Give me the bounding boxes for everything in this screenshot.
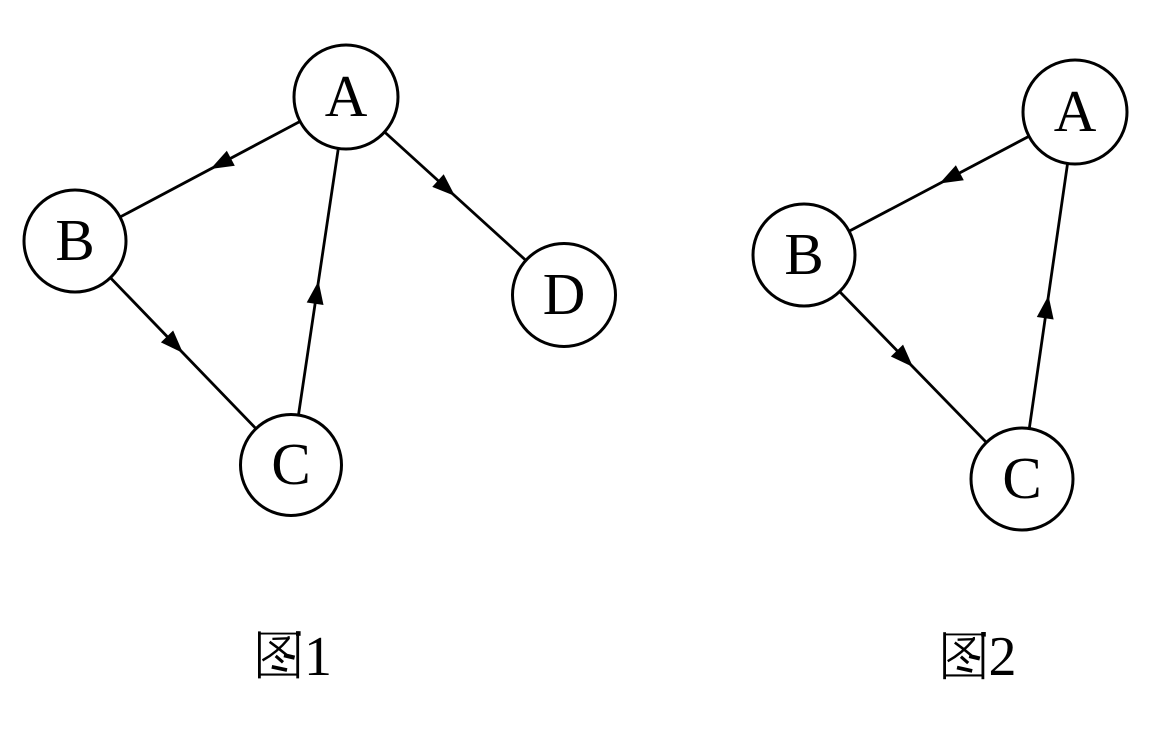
figure-1-node-A-circle — [292, 43, 400, 151]
figure-1-node-C-label: C — [271, 431, 310, 497]
figure-2-node-B-label: B — [784, 221, 823, 287]
figure-1-arrowhead-A-to-D — [432, 174, 455, 196]
figure-1-arrowhead-A-to-B — [210, 150, 235, 169]
figure-2-node-C-circle — [969, 426, 1075, 532]
figure-2-caption-number: 2 — [989, 626, 1017, 688]
figure-1-node-D-circle — [511, 242, 617, 348]
figure-2-node-A-circle — [1021, 58, 1129, 166]
nodes-layer: A B C D A B C — [22, 43, 1129, 532]
figure-1-caption-number: 1 — [304, 626, 332, 688]
figure-2-node-C-label: C — [1002, 445, 1041, 511]
figure-1-node-A-label: A — [325, 63, 368, 129]
figure-1-node-D-label: D — [543, 261, 586, 327]
figure-2-node-B-circle — [751, 202, 857, 308]
figure-1-node-C-circle — [239, 413, 343, 517]
figure-1-node-B-label: B — [55, 207, 94, 273]
figure-1-arrowhead-B-to-C — [160, 330, 183, 353]
figure-1-arrowhead-C-to-A — [306, 281, 324, 306]
figure-2-arrowhead-A-to-B — [939, 165, 964, 184]
figure-2-node-A-label: A — [1054, 78, 1097, 144]
figure-2-arrowhead-B-to-C — [890, 344, 913, 367]
figure-1-node-B-circle — [22, 188, 128, 294]
figure-2-arrowhead-C-to-A — [1036, 295, 1054, 320]
